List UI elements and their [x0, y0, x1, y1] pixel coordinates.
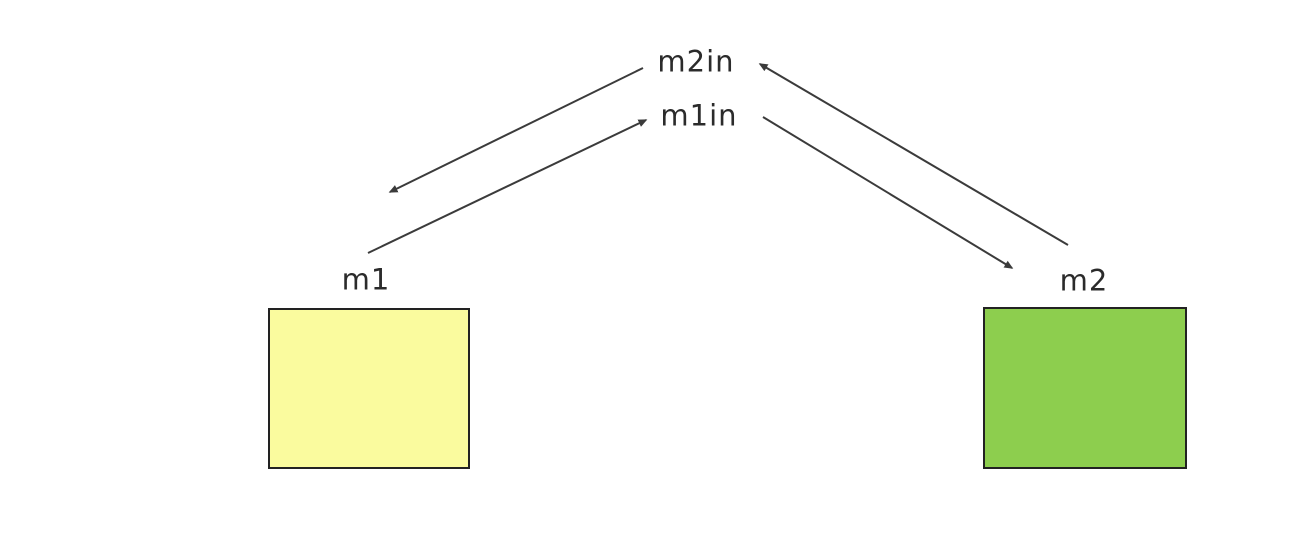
label-m1: m1 — [341, 262, 391, 297]
label-m2: m2 — [1059, 263, 1109, 298]
edge-m1-to-m1in — [367, 119, 648, 254]
node-m1-box — [268, 308, 470, 469]
label-m1in: m1in — [660, 98, 738, 133]
edge-m2-to-m2in — [758, 63, 1069, 246]
edge-m1in-to-m2 — [762, 116, 1014, 269]
edge-m2in-to-m1 — [388, 67, 644, 193]
label-m2in: m2in — [657, 44, 735, 79]
node-m2-box — [983, 307, 1187, 469]
